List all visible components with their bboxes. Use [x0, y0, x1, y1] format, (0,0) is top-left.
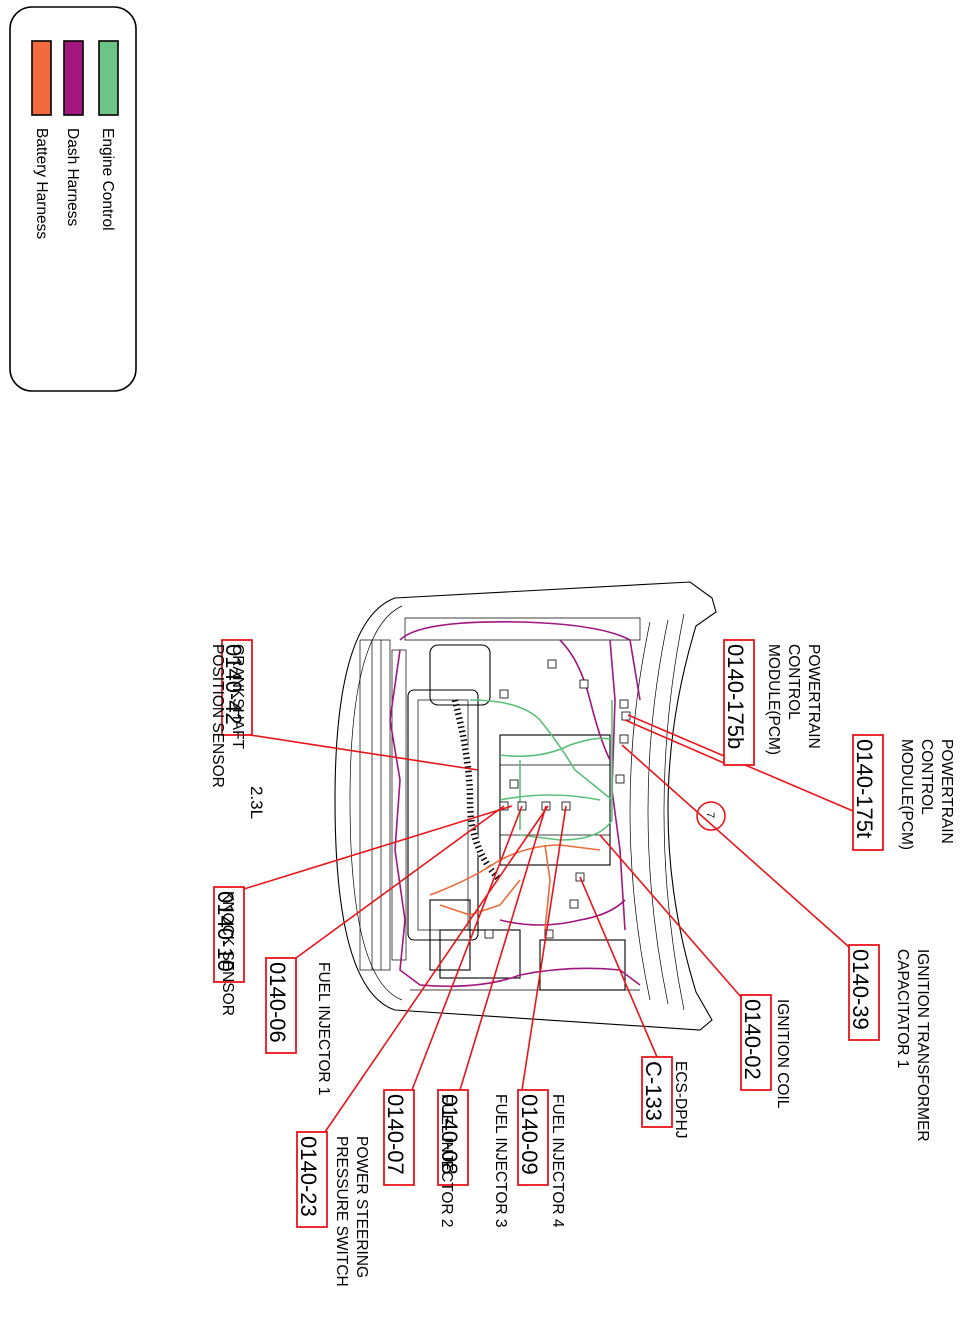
component-label: POWER STEERING	[353, 1136, 370, 1278]
leader-line	[243, 805, 513, 890]
engine-size-label: 2.3L	[247, 786, 266, 819]
legend: Engine Control Dash Harness Battery Harn…	[9, 6, 137, 392]
callout-0140-06: 0140-06 FUEL INJECTOR 1	[265, 805, 505, 1096]
leader-line	[621, 744, 850, 948]
component-label: CONTROL	[785, 644, 802, 720]
code-box	[641, 1056, 673, 1128]
component-label: CAPACITATOR 1	[894, 949, 911, 1068]
connector-code: 0140-39	[848, 949, 873, 1030]
connector-code: 0140-10	[213, 891, 238, 972]
leader-line	[411, 805, 523, 1091]
component-label: POWERTRAIN	[805, 644, 822, 749]
legend-swatch-battery-harness	[31, 40, 52, 116]
connector-code: 0140-09	[517, 1094, 542, 1175]
legend-swatch-dash-harness	[63, 40, 84, 116]
code-box	[221, 639, 253, 736]
code-box	[740, 994, 772, 1091]
component-label: FUEL INJECTOR 1	[315, 962, 332, 1096]
component-label: IGNITION COIL	[774, 999, 791, 1109]
leader-line	[599, 834, 742, 998]
legend-label-battery-harness: Battery Harness	[33, 128, 50, 239]
legend-label-dash-harness: Dash Harness	[64, 128, 81, 226]
connector-code: 0140-06	[265, 962, 290, 1043]
connector-code: 0140-08	[437, 1094, 462, 1175]
code-box	[723, 639, 755, 766]
callout-0140-08: 0140-08 FUEL INJECTOR 3	[437, 805, 547, 1228]
component-label: MODULE(PCM)	[765, 644, 782, 755]
connector-code: 0140-175b	[723, 644, 748, 749]
code-box	[213, 886, 245, 983]
code-box	[437, 1089, 469, 1186]
leader-line	[295, 805, 505, 959]
component-label: ECS-DPHJ	[672, 1061, 689, 1139]
component-label: KNOCK SENSOR	[219, 891, 236, 1016]
connector-code: 0140-175t	[852, 739, 877, 838]
code-box	[296, 1131, 328, 1228]
connector-code: 0140-23	[296, 1136, 321, 1217]
leader-line	[324, 805, 549, 1133]
code-box	[265, 957, 297, 1054]
connector-code: C-133	[641, 1061, 666, 1121]
component-label: POWERTRAIN	[938, 739, 955, 844]
legend-swatch-engine-control	[98, 40, 119, 116]
callout-0140-02: 0140-02 IGNITION COIL	[599, 834, 791, 1109]
code-box	[852, 734, 884, 851]
circle-marker-number: 7	[704, 812, 716, 818]
code-box	[383, 1089, 415, 1186]
component-label: FUEL INJECTOR 3	[492, 1094, 509, 1228]
leader-line	[521, 805, 567, 1091]
component-label: CONTROL	[918, 739, 935, 815]
component-label: PRESSURE SWITCH	[333, 1136, 350, 1287]
leader-line	[579, 876, 658, 1058]
circle-marker: 7	[696, 801, 726, 831]
component-label: CRANKSHAFT	[229, 644, 246, 750]
connector-code: 0140-07	[383, 1094, 408, 1175]
connector-code: 0140-02	[740, 999, 765, 1080]
connector-code: 0140-42	[221, 644, 246, 725]
leader-line	[624, 719, 725, 764]
leader-line	[249, 734, 479, 771]
component-label: IGNITION TRANSFORMER	[914, 949, 931, 1142]
code-box	[517, 1089, 549, 1186]
component-label: POSITION SENSOR	[209, 644, 226, 788]
component-label: FUEL INJECTOR 4	[549, 1094, 566, 1228]
component-label: MODULE(PCM)	[898, 739, 915, 850]
callout-0140-07: 0140-07 FUEL INJECTOR 2	[383, 805, 523, 1228]
legend-label-engine-control: Engine Control	[99, 128, 116, 231]
component-label: FUEL INJECTOR 2	[438, 1094, 455, 1228]
callout-c-133: C-133 ECS-DPHJ	[579, 876, 689, 1139]
code-box	[848, 944, 880, 1041]
callout-0140-09: 0140-09 FUEL INJECTOR 4	[517, 805, 567, 1228]
leader-line	[459, 805, 547, 1091]
engine-bay-drawing	[334, 581, 717, 1031]
